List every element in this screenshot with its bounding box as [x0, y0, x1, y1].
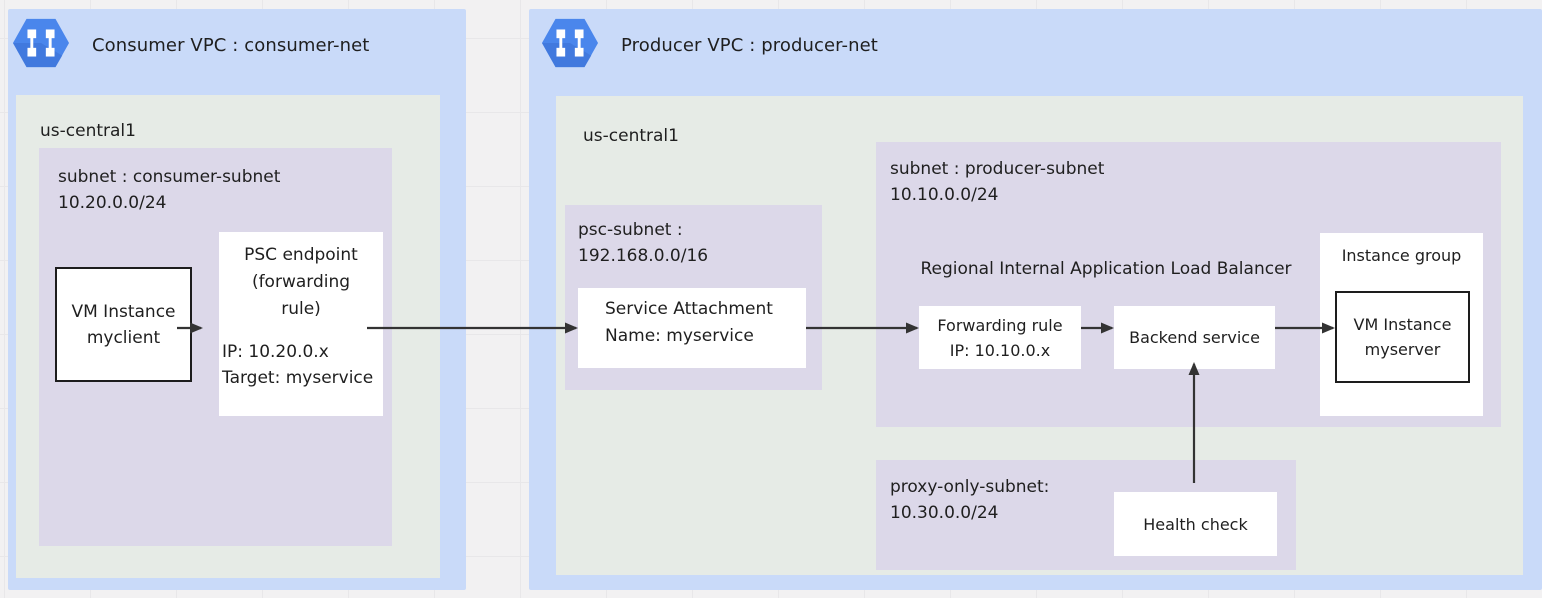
producer-vpc-header: Producer VPC : producer-net — [541, 17, 878, 73]
instance-group-node: Instance group VM Instance myserver — [1320, 233, 1483, 416]
psc-subnet-cidr: 192.168.0.0/16 — [578, 246, 709, 266]
psc-endpoint-ip: IP: 10.20.0.x — [222, 342, 329, 362]
consumer-subnet-label: subnet : consumer-subnet 10.20.0.0/24 — [58, 164, 280, 216]
consumer-subnet-name: subnet : consumer-subnet — [58, 167, 281, 187]
backend-service-label: Backend service — [1129, 328, 1260, 347]
psc-endpoint-title-line1: PSC endpoint — [244, 245, 358, 265]
producer-subnet: subnet : producer-subnet 10.10.0.0/24 Re… — [876, 142, 1501, 427]
instance-group-label: Instance group — [1341, 246, 1462, 265]
service-attachment-text: Service Attachment Name: myservice — [578, 288, 806, 350]
producer-subnet-cidr: 10.10.0.0/24 — [890, 185, 999, 205]
forwarding-rule-label: Forwarding rule — [937, 315, 1063, 335]
vm-instance-label: VM Instance — [71, 301, 176, 322]
psc-endpoint-details: IP: 10.20.0.x Target: myservice — [219, 323, 383, 391]
psc-endpoint-target: Target: myservice — [222, 368, 374, 388]
producer-subnet-name: subnet : producer-subnet — [890, 159, 1105, 179]
consumer-vpc-container: Consumer VPC : consumer-net us-central1 … — [8, 9, 466, 590]
proxy-subnet-cidr: 10.30.0.0/24 — [890, 503, 999, 523]
load-balancer-label: Regional Internal Application Load Balan… — [920, 259, 1292, 279]
vm-instance-name: myclient — [86, 327, 161, 348]
proxy-subnet-name: proxy-only-subnet: — [890, 477, 1050, 497]
producer-vpc-container: Producer VPC : producer-net us-central1 … — [529, 9, 1542, 590]
consumer-subnet: subnet : consumer-subnet 10.20.0.0/24 VM… — [39, 148, 392, 546]
forwarding-rule-node: Forwarding rule IP: 10.10.0.x — [919, 306, 1081, 369]
health-check-node: Health check — [1114, 492, 1277, 556]
service-attachment-title: Service Attachment — [605, 299, 773, 319]
consumer-vpc-header: Consumer VPC : consumer-net — [12, 17, 369, 73]
psc-subnet-name: psc-subnet : — [578, 220, 683, 240]
consumer-vpc-title: Consumer VPC : consumer-net — [92, 34, 370, 56]
psc-subnet: psc-subnet : 192.168.0.0/16 Service Atta… — [565, 205, 822, 390]
producer-region-label: us-central1 — [583, 126, 679, 146]
psc-endpoint-title-line2: (forwarding — [251, 272, 351, 292]
vpc-network-icon — [541, 17, 599, 73]
consumer-region-label: us-central1 — [40, 121, 136, 141]
vm-instance-myserver-node: VM Instance myserver — [1335, 291, 1470, 383]
producer-vpc-title: Producer VPC : producer-net — [621, 34, 878, 56]
consumer-region: us-central1 subnet : consumer-subnet 10.… — [16, 95, 440, 578]
health-check-label: Health check — [1143, 514, 1248, 534]
consumer-subnet-cidr: 10.20.0.0/24 — [58, 193, 167, 213]
producer-region: us-central1 psc-subnet : 192.168.0.0/16 … — [556, 96, 1523, 575]
vm-instance-myclient-node: VM Instance myclient — [55, 267, 192, 382]
forwarding-rule-ip: IP: 10.10.0.x — [949, 340, 1051, 360]
proxy-subnet-label: proxy-only-subnet: 10.30.0.0/24 — [890, 474, 1049, 526]
psc-subnet-label: psc-subnet : 192.168.0.0/16 — [578, 217, 708, 269]
psc-endpoint-node: PSC endpoint (forwarding rule) IP: 10.20… — [219, 232, 383, 416]
service-attachment-name: Name: myservice — [605, 326, 754, 346]
vm-instance-name: myserver — [1364, 340, 1441, 359]
psc-endpoint-title: PSC endpoint (forwarding rule) — [219, 232, 383, 323]
vm-instance-label: VM Instance — [1353, 315, 1452, 334]
psc-endpoint-title-line3: rule) — [281, 299, 321, 319]
vpc-network-icon — [12, 17, 70, 73]
service-attachment-node: Service Attachment Name: myservice — [578, 288, 806, 368]
producer-subnet-label: subnet : producer-subnet 10.10.0.0/24 — [890, 156, 1104, 208]
proxy-only-subnet: proxy-only-subnet: 10.30.0.0/24 Health c… — [876, 460, 1296, 570]
backend-service-node: Backend service — [1114, 306, 1275, 369]
